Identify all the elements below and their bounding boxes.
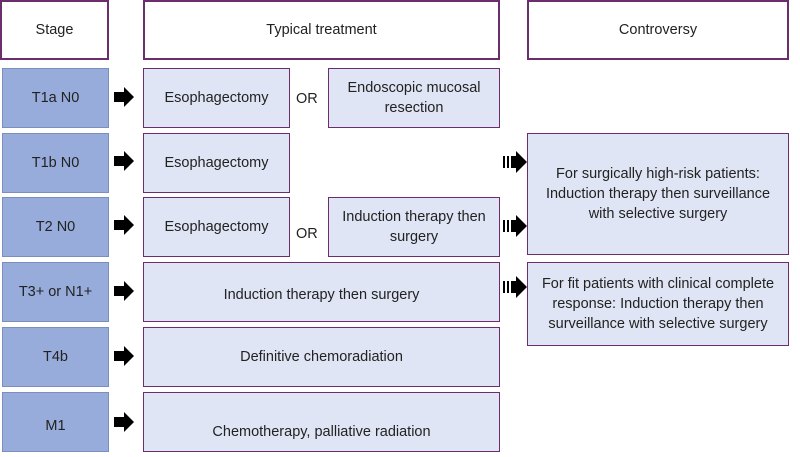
stage-m1: M1 — [2, 392, 109, 452]
treatment-t4b-chemoradiation: Definitive chemoradiation — [143, 327, 500, 387]
treatment-t1b-esophagectomy: Esophagectomy — [143, 133, 290, 193]
or-label: OR — [296, 226, 318, 242]
header-controversy-label: Controversy — [618, 21, 698, 38]
stage-label: T4b — [43, 348, 68, 365]
stage-t4b: T4b — [2, 327, 109, 387]
or-label: OR — [296, 91, 318, 107]
double-arrow-right-icon — [503, 151, 527, 173]
header-treatment: Typical treatment — [143, 0, 500, 60]
treatment-m1-chemotherapy: Chemotherapy, palliative radiation — [143, 392, 500, 452]
treatment-label: Esophagectomy — [164, 218, 269, 235]
controversy-label: For fit patients with clinical complete … — [541, 275, 775, 333]
treatment-label: Chemotherapy, palliative radiation — [212, 423, 431, 440]
controversy-complete-response: For fit patients with clinical complete … — [527, 262, 789, 346]
treatment-label: Esophagectomy — [164, 154, 269, 171]
header-controversy: Controversy — [527, 0, 789, 60]
arrow-right-icon — [114, 87, 134, 107]
stage-t3-n1: T3+ or N1+ — [2, 262, 109, 322]
treatment-label: Definitive chemoradiation — [240, 348, 403, 365]
treatment-label: Esophagectomy — [164, 89, 269, 106]
treatment-t1a-esophagectomy: Esophagectomy — [143, 68, 290, 128]
stage-t2-n0: T2 N0 — [2, 197, 109, 257]
arrow-right-icon — [114, 215, 134, 235]
header-treatment-label: Typical treatment — [266, 21, 377, 38]
treatment-t3-induction: Induction therapy then surgery — [143, 262, 500, 322]
stage-label: T2 N0 — [35, 218, 76, 235]
controversy-high-risk: For surgically high-risk patients: Induc… — [527, 133, 789, 255]
header-stage: Stage — [0, 0, 109, 60]
stage-label: T1a N0 — [31, 89, 80, 106]
stage-label: M1 — [45, 417, 66, 434]
controversy-label: For surgically high-risk patients: Induc… — [545, 165, 771, 223]
treatment-t2-esophagectomy: Esophagectomy — [143, 197, 290, 257]
arrow-right-icon — [114, 346, 134, 366]
arrow-right-icon — [114, 412, 134, 432]
treatment-label: Endoscopic mucosal resection — [347, 79, 481, 116]
treatment-label: Induction therapy then surgery — [342, 208, 486, 245]
treatment-t1a-endoscopic-resection: Endoscopic mucosal resection — [328, 68, 500, 128]
double-arrow-right-icon — [503, 276, 527, 298]
stage-t1b-n0: T1b N0 — [2, 133, 109, 193]
treatment-t2-induction: Induction therapy then surgery — [328, 197, 500, 257]
arrow-right-icon — [114, 281, 134, 301]
double-arrow-right-icon — [503, 215, 527, 237]
header-stage-label: Stage — [35, 21, 74, 38]
stage-label: T3+ or N1+ — [18, 283, 93, 300]
stage-t1a-n0: T1a N0 — [2, 68, 109, 128]
arrow-right-icon — [114, 151, 134, 171]
treatment-label: Induction therapy then surgery — [223, 286, 420, 303]
stage-label: T1b N0 — [31, 154, 80, 171]
